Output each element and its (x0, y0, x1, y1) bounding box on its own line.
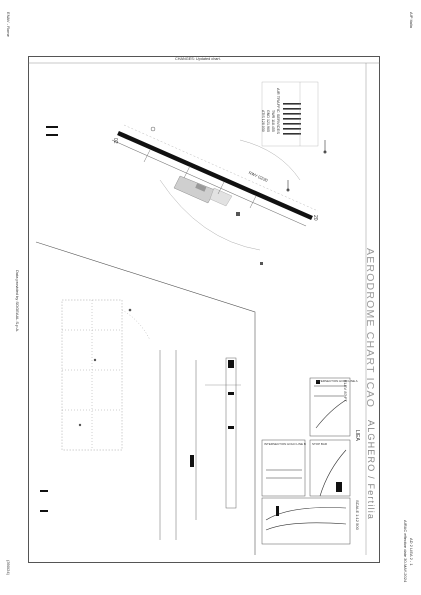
aerodrome-name: ALGHERO / Fertilia (366, 420, 376, 521)
inset-label: INTERSECTION HOLD LINE A (316, 379, 358, 383)
changes-note: CHANGES: Updated chart. (175, 57, 221, 61)
frequency-line: TWR 118.455 (271, 110, 275, 132)
scale-label: SCALE 1:12 500 (355, 500, 360, 530)
frequency-line: GND 121.905 (266, 110, 270, 132)
icao-code: LIEA (354, 430, 360, 441)
frequency-line: ATIS 128.030 (261, 110, 265, 132)
chart-frame (28, 56, 380, 563)
frequencies-heading: AIR TRAFFIC SERVICES (276, 88, 281, 134)
chart-title: AERODROME CHART ICAO (364, 248, 376, 409)
elevation-label: ELEV 87 FT (343, 380, 348, 402)
data-source: Data provided by SOGEAAL S.p.A. (15, 270, 20, 333)
runway-02-20 (117, 130, 313, 221)
apron (173, 175, 216, 204)
inset-label: STOP BAR (312, 442, 328, 446)
taxiway (111, 139, 307, 227)
section-divider (35, 241, 256, 555)
inset-label: INTERSECTION HOLD LINE B (264, 442, 306, 446)
runway-designator: 20 (312, 215, 318, 221)
runway-designator: 02 (112, 138, 118, 144)
